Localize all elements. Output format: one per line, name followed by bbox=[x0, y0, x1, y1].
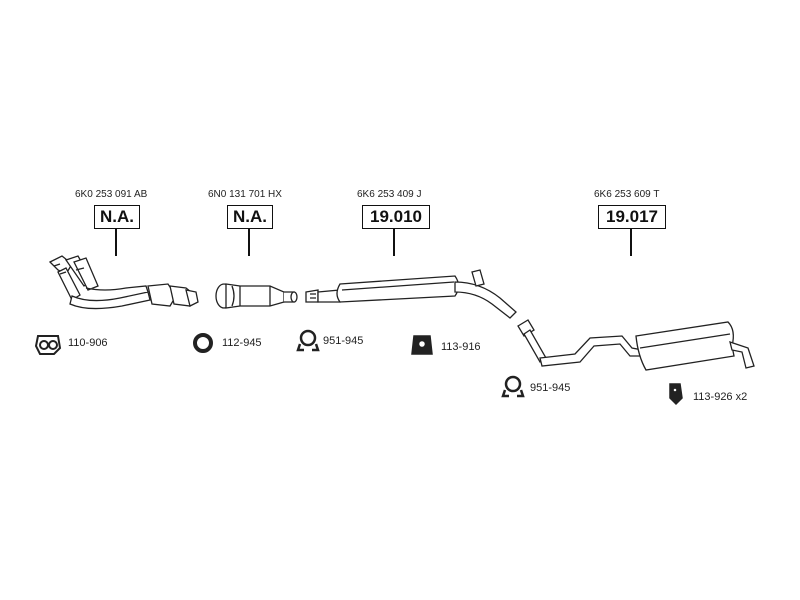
part-oe-number-middle-silencer: 6K6 253 409 J bbox=[357, 189, 422, 200]
hanger-icon[interactable] bbox=[669, 383, 683, 406]
part-ref-box-rear-silencer[interactable]: 19.017 bbox=[598, 205, 666, 229]
pipe-clamp-icon[interactable] bbox=[501, 375, 525, 398]
part-oe-number-front-pipe: 6K0 253 091 AB bbox=[75, 189, 148, 200]
middle-silencer-icon[interactable] bbox=[305, 269, 517, 319]
rubber-mount-icon[interactable] bbox=[411, 335, 433, 355]
gasket-icon[interactable] bbox=[34, 335, 62, 355]
leader-line bbox=[248, 229, 250, 256]
part-oe-number-catalyst: 6N0 131 701 HX bbox=[208, 189, 282, 200]
part-ref-box-catalyst[interactable]: N.A. bbox=[227, 205, 273, 229]
leader-line bbox=[115, 229, 117, 256]
accessory-label-gasket: 110-906 bbox=[68, 337, 108, 349]
part-ref-box-middle-silencer[interactable]: 19.010 bbox=[362, 205, 430, 229]
catalytic-converter-icon[interactable] bbox=[215, 283, 298, 309]
accessory-label-hanger: 113-926 x2 bbox=[693, 391, 748, 403]
front-pipe-manifold-icon[interactable] bbox=[48, 255, 199, 310]
accessory-label-clamp-rear: 951-945 bbox=[530, 382, 571, 394]
pipe-clamp-icon[interactable] bbox=[296, 329, 320, 352]
accessory-label-clamp: 951-945 bbox=[323, 335, 364, 347]
part-ref-box-front-pipe[interactable]: N.A. bbox=[94, 205, 140, 229]
accessory-label-mount: 113-916 bbox=[441, 341, 481, 353]
leader-line bbox=[393, 229, 395, 256]
ring-gasket-icon[interactable] bbox=[193, 333, 213, 353]
rear-silencer-icon[interactable] bbox=[517, 319, 755, 371]
part-oe-number-rear-silencer: 6K6 253 609 T bbox=[594, 189, 660, 200]
accessory-label-ring-gasket: 112-945 bbox=[222, 337, 262, 349]
leader-line bbox=[630, 229, 632, 256]
